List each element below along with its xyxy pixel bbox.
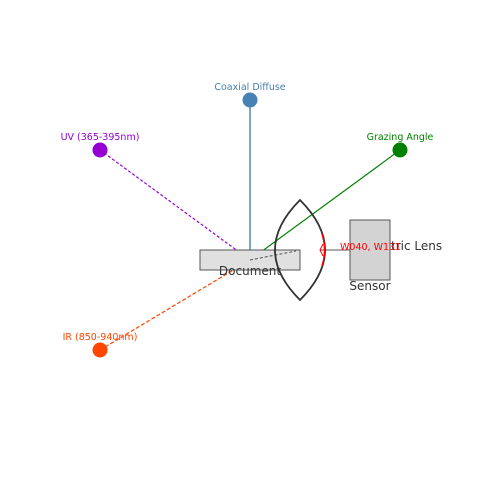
ir-source	[92, 342, 108, 358]
coaxial-source	[242, 92, 258, 108]
sensor-label: Sensor	[349, 279, 390, 293]
uv-ray	[99, 149, 251, 261]
aberration-label: W040, W131	[340, 242, 401, 253]
reflected-ray	[249, 250, 297, 261]
document-label: Document	[219, 264, 281, 278]
aberration-mark	[321, 233, 326, 267]
ir-ray	[99, 259, 251, 351]
coaxial-label: Coaxial Diffuse	[214, 82, 285, 93]
ir-label: IR (850-940nm)	[63, 332, 138, 343]
lens-shape	[274, 198, 326, 302]
grazing-label: Grazing Angle	[367, 132, 434, 143]
uv-source	[92, 142, 108, 158]
aberration-mark-inner	[319, 243, 324, 257]
uv-label: UV (365-395nm)	[61, 132, 140, 143]
grazing-source	[392, 142, 408, 158]
lens-label: tric Lens	[391, 239, 442, 253]
sensor-block	[349, 219, 391, 281]
